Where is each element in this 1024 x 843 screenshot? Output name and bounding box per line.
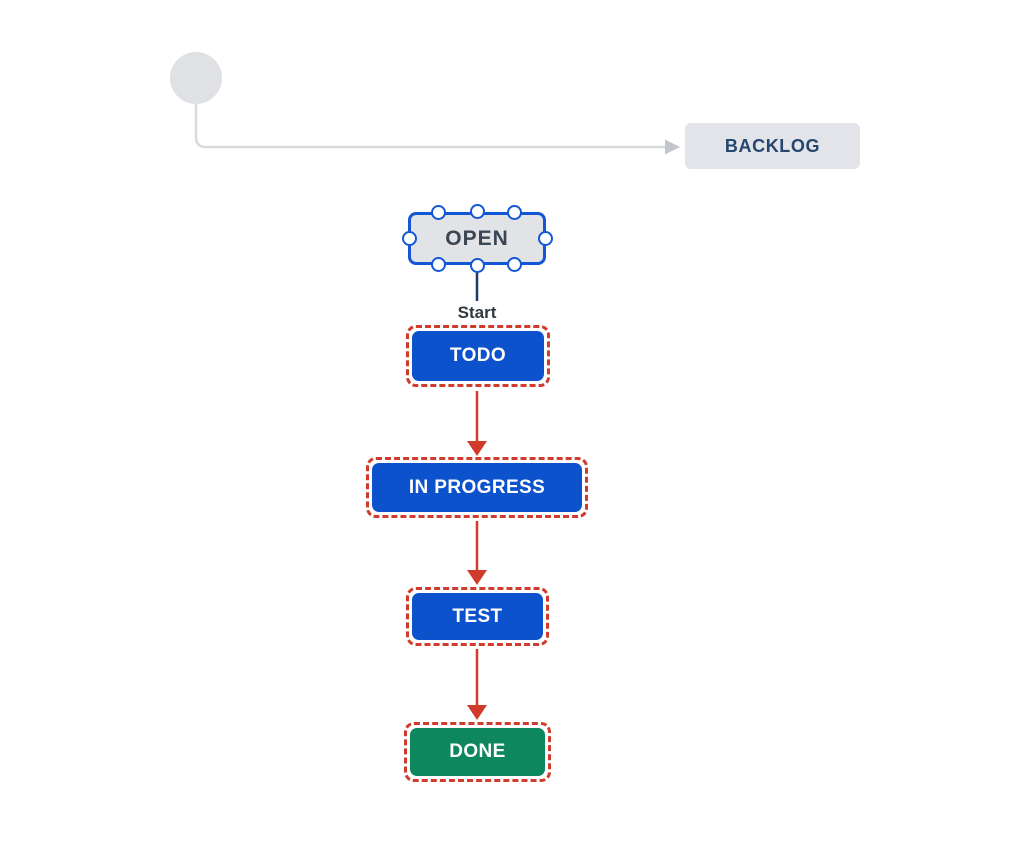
status-done[interactable]: DONE — [404, 722, 551, 782]
status-label: DONE — [449, 741, 506, 762]
transition-start-label[interactable]: Start — [457, 303, 497, 322]
status-body: DONE — [410, 728, 545, 776]
arrow-head-icon — [467, 705, 487, 720]
status-test[interactable]: TEST — [406, 587, 549, 646]
status-label: IN PROGRESS — [408, 476, 546, 498]
selection-handle-bottom-center[interactable] — [470, 258, 485, 273]
selection-handle-middle-left[interactable] — [402, 231, 417, 246]
arrow-head-icon — [467, 441, 487, 456]
selection-handle-top-right[interactable] — [507, 205, 522, 220]
status-label: TEST — [452, 605, 503, 627]
transition-todo-to-in-progress[interactable] — [467, 391, 487, 456]
status-todo[interactable]: TODO — [406, 325, 550, 387]
status-label: TODO — [449, 345, 507, 366]
transition-initial-to-backlog[interactable] — [194, 104, 680, 155]
status-body: IN PROGRESS — [372, 463, 582, 512]
status-label: BACKLOG — [724, 135, 821, 156]
status-label: OPEN — [445, 226, 509, 250]
status-open[interactable]: OPEN — [402, 204, 553, 273]
status-body: TODO — [412, 331, 544, 381]
selection-handle-top-left[interactable] — [431, 205, 446, 220]
status-body: TEST — [412, 593, 543, 640]
selection-handle-top-center[interactable] — [470, 204, 485, 219]
selection-handle-bottom-left[interactable] — [431, 257, 446, 272]
transition-line[interactable] — [194, 104, 665, 149]
selection-handle-middle-right[interactable] — [538, 231, 553, 246]
transition-test-to-done[interactable] — [467, 649, 487, 720]
initial-node[interactable] — [170, 52, 222, 104]
arrow-head-icon — [665, 139, 680, 155]
status-in-progress[interactable]: IN PROGRESS — [366, 457, 588, 518]
selection-handle-bottom-right[interactable] — [507, 257, 522, 272]
arrow-head-icon — [467, 570, 487, 585]
status-backlog[interactable]: BACKLOG — [685, 123, 860, 169]
transition-in-progress-to-test[interactable] — [467, 521, 487, 585]
